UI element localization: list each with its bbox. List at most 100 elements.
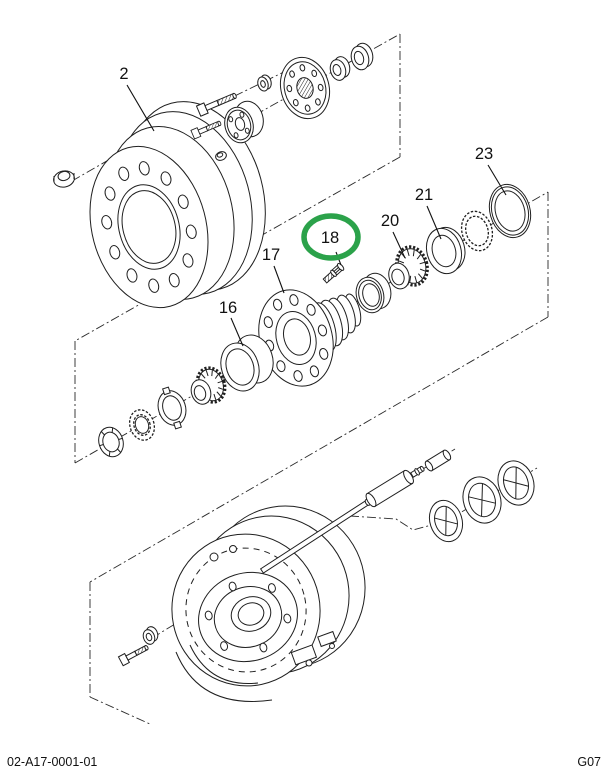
drawing-number: 02-A17-0001-01 bbox=[7, 755, 97, 769]
bolt-hole bbox=[118, 166, 130, 181]
bolt-hole bbox=[101, 215, 113, 230]
bolt-hole bbox=[233, 132, 239, 139]
anchor-pin-4 bbox=[229, 545, 237, 553]
roller-line bbox=[412, 249, 415, 257]
washer-spoke bbox=[445, 506, 447, 536]
wheel-nut bbox=[53, 170, 75, 188]
bolt-hole bbox=[311, 69, 318, 78]
bolt-hole bbox=[185, 224, 197, 239]
wavy-snap-ring bbox=[460, 210, 494, 252]
toothed-lock-washer bbox=[128, 409, 156, 441]
wheel-hub-17 bbox=[258, 289, 362, 387]
bolt-hole bbox=[309, 365, 320, 378]
inner-bearing-cone bbox=[190, 366, 227, 405]
bolt-hole bbox=[292, 98, 299, 107]
spider-lip-inner bbox=[189, 644, 259, 685]
bolt-hole bbox=[228, 581, 237, 592]
hub-bearing-group bbox=[98, 183, 532, 458]
roller-line bbox=[217, 380, 223, 384]
bolt-hole bbox=[104, 186, 116, 201]
spider-bolt-holes bbox=[204, 581, 292, 653]
roller-line bbox=[111, 427, 114, 433]
brake-drum-group bbox=[53, 42, 374, 309]
cap-gasket-ring-2 bbox=[350, 42, 374, 71]
bolt-hole bbox=[289, 294, 299, 306]
bolt-hole bbox=[263, 316, 273, 328]
roller-line bbox=[218, 387, 224, 390]
cap-bolt-holes bbox=[286, 64, 324, 112]
hub-center-bore bbox=[283, 318, 311, 356]
spider-mounting-bolt bbox=[117, 644, 149, 667]
bolt-hole bbox=[228, 116, 234, 123]
plane-bottom-top-edge bbox=[89, 316, 549, 583]
bolt-hole bbox=[267, 583, 276, 593]
callout-label-23: 23 bbox=[475, 145, 493, 163]
callout-leader-2 bbox=[126, 84, 155, 132]
roller-line bbox=[205, 370, 209, 377]
roller-line bbox=[99, 443, 104, 447]
spindle-sleeve bbox=[424, 449, 452, 472]
roller-line bbox=[108, 451, 111, 457]
bolt-hole bbox=[177, 194, 189, 209]
roller-line bbox=[417, 273, 423, 279]
bolt-hole bbox=[319, 348, 329, 360]
callout-leader-23 bbox=[487, 164, 507, 196]
bolt-hole bbox=[259, 642, 268, 653]
bolt-hole bbox=[317, 83, 324, 92]
spindle-nut bbox=[98, 426, 124, 458]
bolt-hole bbox=[126, 268, 138, 283]
washer-chain-leader bbox=[349, 467, 538, 531]
spider-lip-outer bbox=[175, 651, 273, 702]
cap-bolt-washer bbox=[257, 74, 272, 92]
nut-castellations bbox=[99, 427, 123, 457]
roller-line bbox=[213, 393, 217, 400]
bolt-hole bbox=[289, 70, 295, 78]
washer-spokes bbox=[434, 467, 529, 536]
bolt-hole bbox=[283, 613, 292, 624]
washer-spoke bbox=[515, 467, 517, 499]
callout-label-21: 21 bbox=[415, 186, 433, 204]
seal-ring-23 bbox=[488, 183, 532, 239]
bolt-hole bbox=[315, 98, 321, 106]
adapter-bolt-holes bbox=[228, 111, 250, 139]
highlight-ellipse bbox=[301, 213, 361, 261]
roller-line bbox=[117, 448, 122, 453]
callout-label-17: 17 bbox=[262, 246, 280, 264]
anchor-pin bbox=[305, 659, 313, 667]
roller-line bbox=[419, 268, 426, 272]
hub-cap-adapter bbox=[224, 100, 264, 144]
roller-line bbox=[201, 373, 206, 379]
spindle-cylinder bbox=[365, 469, 414, 508]
bolt-hole bbox=[160, 171, 172, 186]
bolt-hole bbox=[220, 641, 229, 651]
nut-leader bbox=[71, 157, 113, 182]
bolt-hole bbox=[272, 298, 283, 311]
callout-label-16: 16 bbox=[219, 299, 237, 317]
bearing-cone-20 bbox=[388, 245, 429, 290]
bolt-hole bbox=[276, 360, 286, 373]
plane-top-bottom-edge bbox=[74, 156, 401, 342]
bolt-axis-leader bbox=[203, 67, 293, 112]
page-code: G07 bbox=[577, 755, 601, 769]
bolt-hole bbox=[244, 127, 250, 134]
bearing-cup-16 bbox=[220, 334, 274, 392]
hub-cap-flange bbox=[279, 56, 331, 120]
hub-stud-holes bbox=[263, 294, 329, 382]
bolt-hole bbox=[204, 610, 213, 621]
plug-nut bbox=[215, 151, 227, 161]
adapter-bolt bbox=[190, 120, 222, 140]
washer-spoke bbox=[481, 483, 483, 517]
callout-leader-21 bbox=[426, 205, 442, 240]
bolt-hole bbox=[306, 303, 316, 316]
callout-label-18: 18 bbox=[321, 229, 339, 247]
anchor-pin-2 bbox=[329, 643, 335, 649]
bolt-hole bbox=[317, 324, 328, 337]
callout-leader-16 bbox=[230, 317, 244, 347]
drum-bolt-holes bbox=[101, 161, 197, 293]
callout-leader-20 bbox=[392, 231, 406, 259]
bolt-hole bbox=[182, 253, 194, 268]
cap-gasket-ring bbox=[329, 56, 351, 81]
bolt-hole bbox=[304, 104, 311, 112]
